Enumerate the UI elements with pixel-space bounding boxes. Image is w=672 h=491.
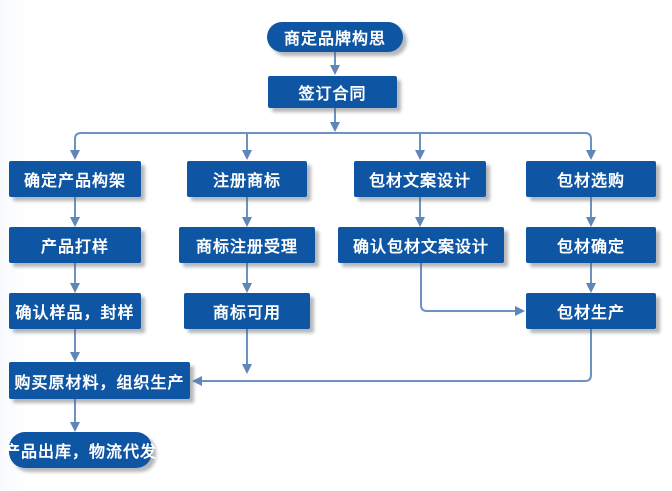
node-product-shipment: 产品出库，物流代发 bbox=[4, 432, 156, 468]
node-packaging-confirm: 包材确定 bbox=[526, 227, 656, 263]
node-packaging-production: 包材生产 bbox=[526, 293, 656, 329]
connector-arrow bbox=[420, 263, 525, 316]
node-trademark-acceptance: 商标注册受理 bbox=[179, 227, 315, 263]
node-trademark-available: 商标可用 bbox=[184, 293, 310, 329]
node-confirm-packaging-copy: 确认包材文案设计 bbox=[338, 227, 504, 263]
node-confirm-sample: 确认样品，封样 bbox=[9, 293, 141, 329]
node-purchase-materials: 购买原材料，组织生产 bbox=[9, 362, 190, 399]
connector-line bbox=[74, 132, 592, 150]
node-product-sample: 产品打样 bbox=[9, 227, 141, 263]
connector-arrow bbox=[192, 329, 592, 386]
node-packaging-copy-design: 包材文案设计 bbox=[354, 161, 486, 197]
node-register-trademark: 注册商标 bbox=[187, 161, 307, 197]
node-product-framework: 确定产品构架 bbox=[9, 161, 141, 197]
node-packaging-purchase: 包材选购 bbox=[526, 161, 656, 197]
node-brand-concept: 商定品牌构思 bbox=[267, 22, 403, 52]
node-sign-contract: 签订合同 bbox=[268, 76, 397, 108]
